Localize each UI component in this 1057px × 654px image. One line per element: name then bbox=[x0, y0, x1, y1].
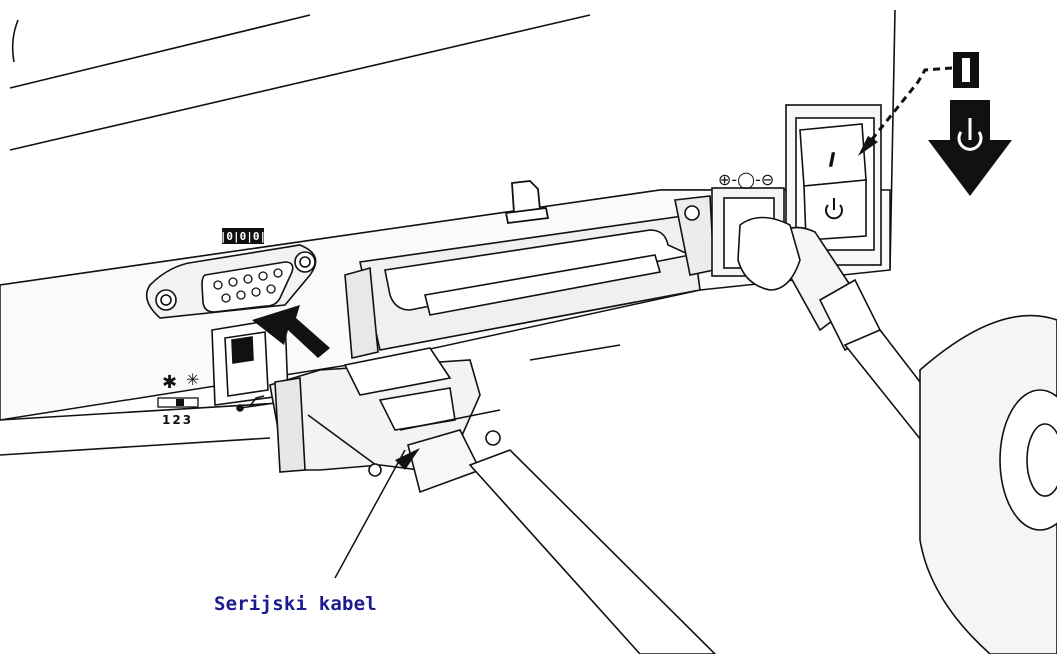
serial-cable bbox=[269, 347, 717, 654]
insert-arrow bbox=[252, 305, 330, 358]
power-down-arrow bbox=[928, 100, 1012, 196]
polarity-label: ⊕-◯-⊖ bbox=[718, 170, 774, 189]
serial-port[interactable] bbox=[145, 244, 317, 319]
svg-text:✳: ✳ bbox=[186, 370, 199, 389]
usb-icon bbox=[236, 395, 269, 412]
dip-switch-icon: ✱ ✳ 123 bbox=[157, 370, 199, 427]
parallel-port[interactable] bbox=[344, 195, 715, 359]
callout-pointer bbox=[334, 448, 420, 579]
serial-port-label: |0|0|0| bbox=[220, 230, 266, 243]
switch-on-mark: I bbox=[829, 150, 834, 171]
svg-text:✱: ✱ bbox=[162, 372, 177, 393]
serial-cable-label: Serijski kabel bbox=[214, 593, 377, 615]
switch-power-icon bbox=[825, 198, 843, 220]
switch-on-indicator bbox=[953, 52, 979, 88]
dashed-arrow-to-switch bbox=[858, 66, 953, 156]
serial-port-icon: |0|0|0| bbox=[220, 228, 266, 244]
printer-doc-icon bbox=[504, 180, 550, 224]
usb-port[interactable] bbox=[211, 317, 289, 406]
dip-numbers: 123 bbox=[162, 413, 193, 427]
polarity-icon: ⊕-◯-⊖ bbox=[718, 170, 774, 189]
power-cable bbox=[737, 216, 1057, 654]
